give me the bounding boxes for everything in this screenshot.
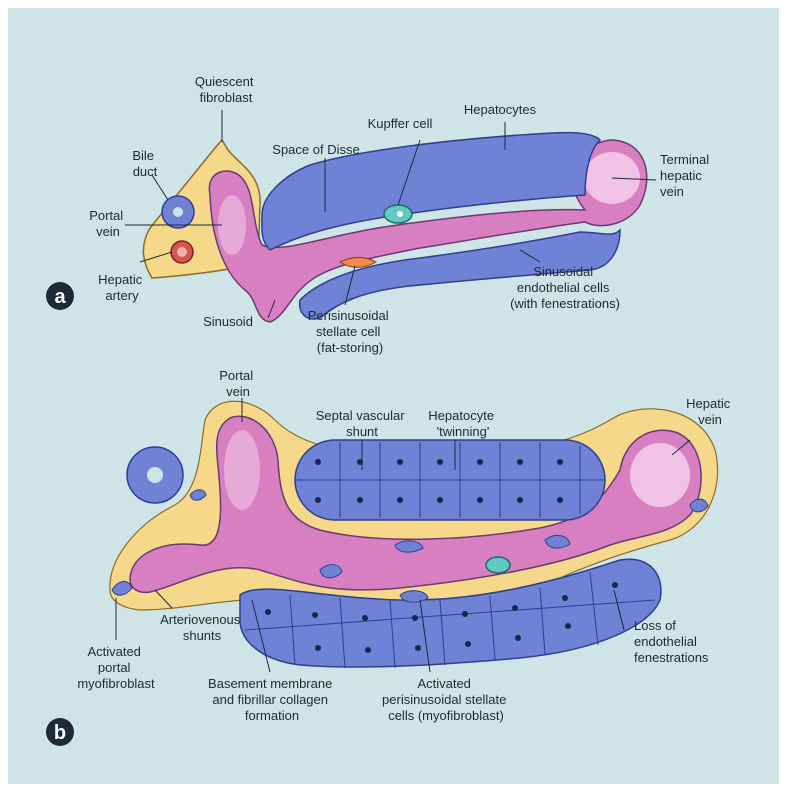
bile-duct-b-icon <box>127 447 183 503</box>
hepatic-artery-icon <box>171 241 193 263</box>
bile-duct-icon <box>162 196 194 228</box>
label-sinusoid: Sinusoid <box>203 314 253 329</box>
hepatic-vein-lumen-b <box>630 443 690 507</box>
label-hepatocyte-twinning: Hepatocyte 'twinning' <box>428 408 497 439</box>
portal-vein-lumen-b <box>224 430 260 510</box>
panel-letter-a: a <box>54 286 66 308</box>
panel-letter-b: b <box>54 722 66 744</box>
label-hepatocytes: Hepatocytes <box>464 102 537 117</box>
kupffer-cell <box>384 205 412 223</box>
portal-vein-lumen <box>218 195 246 255</box>
label-kupffer-cell: Kupffer cell <box>368 116 433 131</box>
label-bile-duct: Bile duct <box>132 148 157 179</box>
kupffer-cell-b <box>486 557 510 573</box>
label-perisinusoidal-stellate-cell: Perisinusoidal stellate cell (fat-storin… <box>308 308 393 355</box>
label-quiescent-fibroblast: Quiescent fibroblast <box>195 74 257 105</box>
label-space-of-disse: Space of Disse <box>272 142 359 157</box>
